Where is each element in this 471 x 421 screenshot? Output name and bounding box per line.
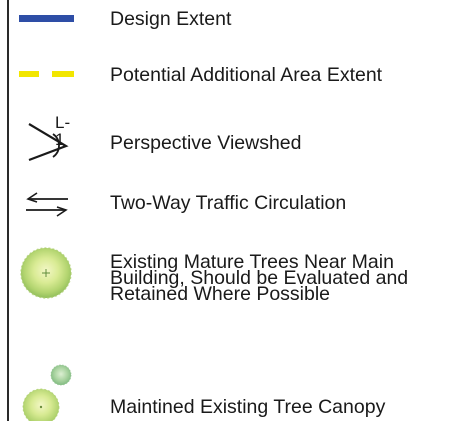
tree-canopy-icon <box>22 364 72 421</box>
legend-label-potential-area: Potential Additional Area Extent <box>110 64 383 86</box>
two-way-arrows-icon <box>26 192 68 217</box>
dashed-line-symbol <box>19 71 74 77</box>
legend-label-viewshed: Perspective Viewshed <box>110 132 302 154</box>
legend-label-tree-canopy: Maintined Existing Tree Canopy <box>110 396 386 418</box>
legend-label-mature-trees-line-3: Retained Where Possible <box>110 283 331 305</box>
solid-line-symbol <box>19 15 74 22</box>
legend-label-traffic: Two-Way Traffic Circulation <box>110 192 347 214</box>
legend-label-mature-trees-line-2: Building, Should be Evaluated and <box>110 267 409 289</box>
viewshed-tag: L-1 <box>55 113 71 149</box>
viewshed-icon <box>28 123 69 162</box>
tree-icon <box>20 247 72 299</box>
legend-label-design-extent: Design Extent <box>110 8 232 30</box>
left-border-line <box>7 0 9 421</box>
legend-label-mature-trees-line-1: Existing Mature Trees Near Main <box>110 251 394 273</box>
